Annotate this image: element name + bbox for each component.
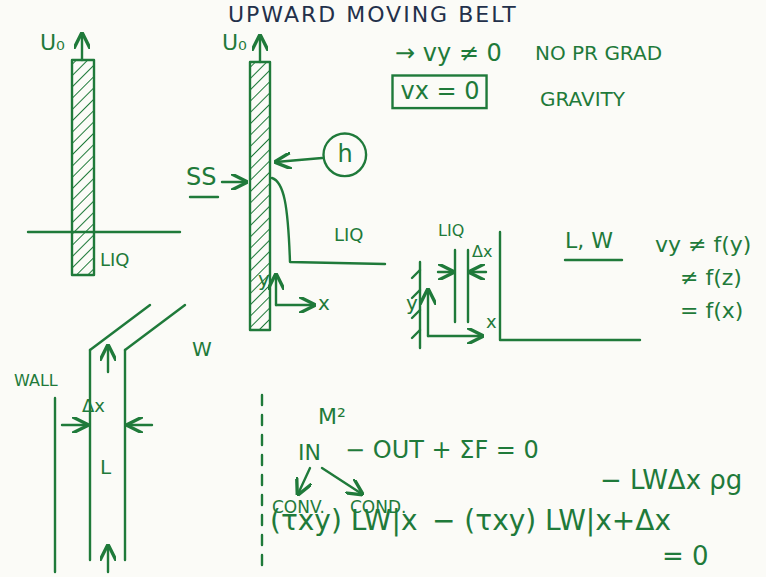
film-profile: [272, 178, 385, 264]
note-text: y: [406, 292, 418, 315]
pointer-arrow: [222, 181, 246, 183]
note-text: − (τxy) LW|x+Δx: [432, 505, 671, 537]
node-text: h: [322, 141, 368, 169]
branch-arrow: [322, 468, 362, 494]
note-text: → vy ≠ 0: [395, 40, 502, 68]
belt: [72, 60, 94, 275]
note-text: M²: [318, 404, 346, 429]
note-text: − OUT + ΣF = 0: [345, 437, 539, 465]
dimension-arrow: [62, 424, 87, 426]
underline: [565, 259, 622, 261]
note-text: L: [100, 456, 111, 479]
note-text: = f(x): [680, 298, 743, 323]
note-text: NO PR GRAD: [535, 42, 662, 65]
note-text: (τxy) LW|x: [270, 505, 417, 537]
underline: [190, 196, 218, 198]
note-text: WALL: [14, 372, 58, 390]
node-text: vx = 0: [391, 78, 488, 106]
note-text: − LWΔx ρg: [600, 466, 742, 496]
note-text: Δx: [472, 243, 492, 261]
velocity-arrow: [81, 34, 83, 60]
note-text: GRAVITY: [540, 88, 625, 111]
axis-arrow: [275, 275, 277, 305]
note-text: IN: [298, 440, 321, 465]
slab-line: [124, 350, 126, 560]
pointer-arrow: [276, 158, 322, 162]
note-text: W: [192, 338, 212, 361]
note-text: x: [486, 312, 497, 333]
slab-line: [89, 350, 91, 560]
dimension-arrow: [128, 424, 152, 426]
note-text: LIQ: [334, 225, 364, 246]
slab-line: [454, 250, 456, 322]
note-text: = 0: [662, 542, 709, 572]
separator: [261, 395, 263, 565]
axis-arrow: [428, 335, 482, 337]
slab-line: [467, 250, 469, 322]
liquid-surface: [28, 231, 180, 233]
note-text: LIQ: [100, 250, 130, 271]
boxed-condition: vx = 0: [391, 74, 488, 110]
note-text: y: [258, 268, 270, 291]
flow-arrow: [107, 546, 109, 572]
note-text: Δx: [82, 396, 105, 417]
note-text: LIQ: [438, 222, 464, 240]
slab-edge: [90, 305, 150, 350]
wall: [54, 398, 56, 572]
slab-edge: [125, 305, 185, 350]
velocity-arrow: [259, 36, 261, 62]
note-text: U₀: [40, 30, 65, 55]
wall: [419, 262, 421, 348]
belt: [250, 62, 270, 330]
note-text: L, W: [565, 228, 613, 253]
note-text: U₀: [222, 30, 247, 55]
flow-arrow: [107, 346, 109, 372]
page-title: UPWARD MOVING BELT: [228, 2, 518, 27]
axis-arrow: [427, 290, 429, 336]
note-text: SS: [186, 164, 216, 192]
axis-arrow: [276, 304, 314, 306]
note-text: vy ≠ f(y): [655, 232, 751, 257]
circled-symbol: h: [322, 132, 368, 178]
dimension-arrow: [470, 271, 486, 273]
note-text: x: [318, 292, 330, 315]
dimension-arrow: [438, 271, 453, 273]
note-text: ≠ f(z): [680, 265, 742, 290]
branch-arrow: [298, 468, 310, 494]
